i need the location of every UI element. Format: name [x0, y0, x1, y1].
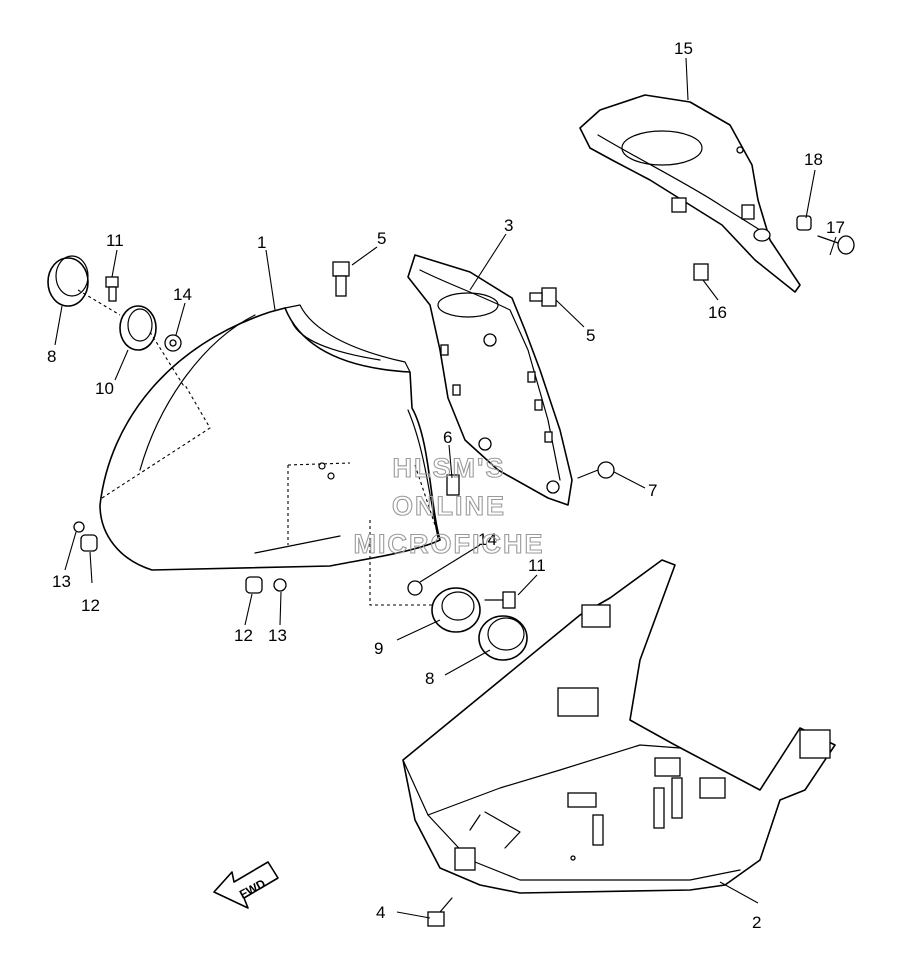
- callout-18: 18: [804, 150, 823, 169]
- callout-10: 10: [95, 379, 114, 398]
- callout-3: 3: [504, 216, 513, 235]
- callout-6: 6: [443, 428, 452, 447]
- emblem-holder-part-10[interactable]: [119, 305, 157, 351]
- bolt-part-4[interactable]: [427, 897, 453, 927]
- callout-4: 4: [376, 903, 385, 922]
- callout-17: 17: [826, 218, 845, 237]
- bolt-part-5-upper[interactable]: [332, 261, 350, 297]
- watermark-line-3: MICROFICHE: [354, 529, 545, 559]
- emblem-cap-part-8-lower[interactable]: [478, 615, 528, 661]
- nut-part-16[interactable]: [693, 263, 709, 281]
- washer-part-13-lower[interactable]: [273, 578, 287, 592]
- callout-7: 7: [648, 481, 657, 500]
- callout-8-lower: 8: [425, 669, 434, 688]
- callout-16: 16: [708, 303, 727, 322]
- nut-part-12-left[interactable]: [80, 534, 98, 552]
- watermark-line-2: ONLINE: [392, 491, 506, 521]
- grommet-part-18[interactable]: [796, 215, 812, 231]
- callout-14-upper: 14: [173, 285, 192, 304]
- rear-cover-part-15[interactable]: [579, 94, 801, 293]
- callout-12-left: 12: [81, 596, 100, 615]
- callout-1: 1: [257, 233, 266, 252]
- callout-8-upper: 8: [47, 347, 56, 366]
- nut-part-14-lower[interactable]: [407, 580, 423, 596]
- bolt-part-11-upper[interactable]: [105, 276, 119, 302]
- callout-2: 2: [752, 913, 761, 932]
- front-fender-part-1[interactable]: [99, 304, 441, 571]
- callout-5-upper: 5: [377, 229, 386, 248]
- bolt-part-11-lower[interactable]: [484, 591, 516, 609]
- clip-part-6[interactable]: [446, 474, 460, 496]
- screw-part-7[interactable]: [577, 461, 615, 479]
- emblem-axis-dash: [77, 289, 186, 389]
- fwd-arrow-icon: FWD: [213, 861, 279, 909]
- inner-cover-part-3[interactable]: [407, 254, 573, 506]
- callout-5-right: 5: [586, 326, 595, 345]
- emblem-cap-part-8-upper[interactable]: [47, 255, 89, 307]
- callout-11-lower: 11: [528, 556, 546, 575]
- watermark: HLSM'S ONLINE MICROFICHE: [353, 452, 545, 559]
- callout-13-left: 13: [52, 572, 71, 591]
- callout-9: 9: [374, 639, 383, 658]
- emblem-axis-dash-lower: [369, 520, 432, 606]
- callout-14-lower: 14: [478, 530, 497, 549]
- watermark-line-1: HLSM'S: [393, 453, 506, 483]
- nut-part-12-lower[interactable]: [245, 576, 263, 594]
- leader-lines: [54, 57, 837, 919]
- callout-11-upper: 11: [106, 231, 124, 250]
- emblem-holder-part-9[interactable]: [431, 587, 481, 633]
- lower-cover-part-2[interactable]: [402, 559, 836, 894]
- callout-15: 15: [674, 39, 693, 58]
- washer-part-13-left[interactable]: [73, 521, 85, 533]
- callout-13-lower: 13: [268, 626, 287, 645]
- nut-part-14-upper[interactable]: [164, 334, 182, 352]
- callout-12-lower: 12: [234, 626, 253, 645]
- bolt-part-5-right[interactable]: [529, 287, 557, 307]
